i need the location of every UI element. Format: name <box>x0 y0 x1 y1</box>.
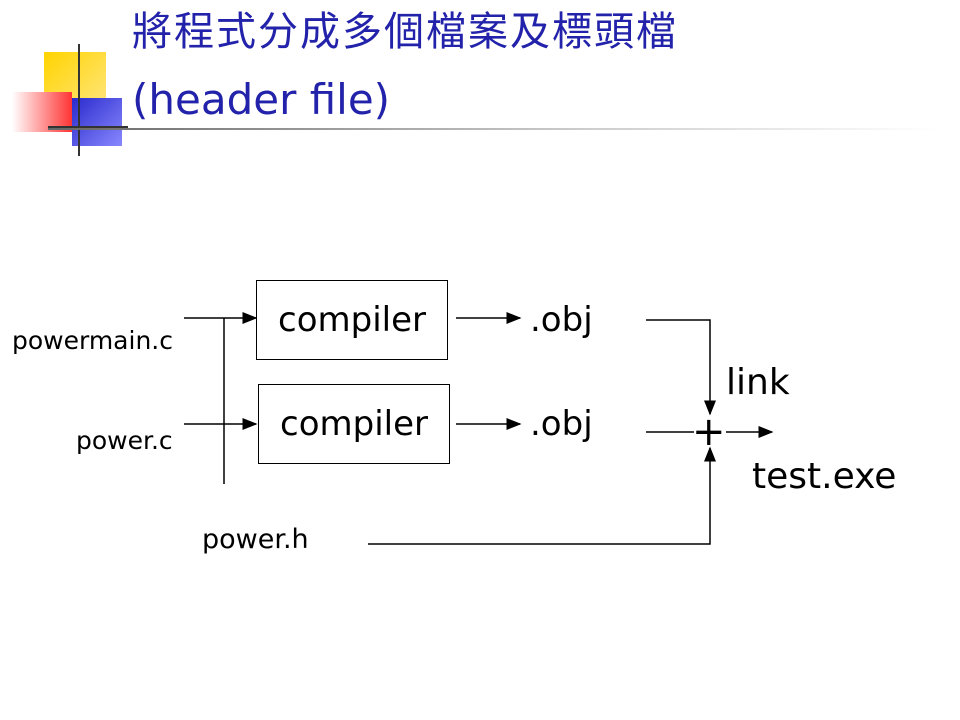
decor-horizontal-line <box>48 126 128 128</box>
source-file-main-label: powermain.c <box>12 326 173 355</box>
title-underline <box>48 128 938 130</box>
slide-title-subtitle: (header file) <box>132 75 391 124</box>
decor-red-square <box>12 92 72 132</box>
arrow-obj-1-to-link <box>646 319 716 416</box>
header-file-label: power.h <box>202 524 309 555</box>
decor-blue-square <box>72 98 122 146</box>
decor-vertical-line <box>78 44 80 156</box>
compiler-box-1: compiler <box>256 280 448 360</box>
obj-output-label-2: .obj <box>530 404 593 444</box>
source-file-power-label: power.c <box>76 426 173 455</box>
executable-label: test.exe <box>752 456 897 497</box>
compiler-box-2: compiler <box>258 384 450 464</box>
link-label: link <box>726 362 790 403</box>
obj-output-label-1: .obj <box>530 300 593 340</box>
arrow-header-to-link <box>368 446 716 545</box>
slide-title: 將程式分成多個檔案及標頭檔 <box>132 9 678 55</box>
link-plus-symbol: + <box>692 409 726 455</box>
